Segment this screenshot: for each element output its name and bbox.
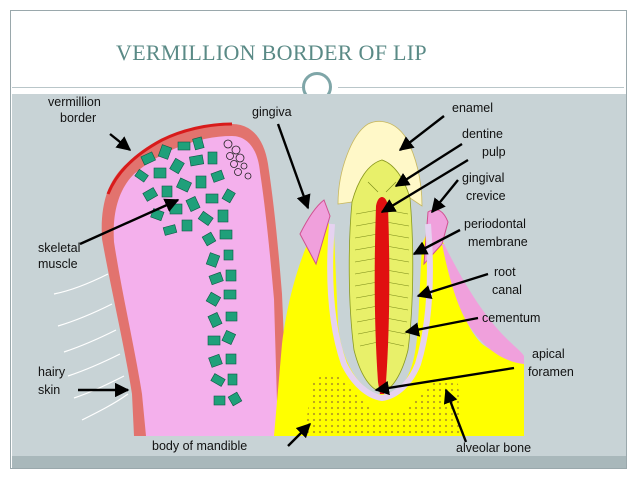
label-alveolar-bone: alveolar bone	[456, 441, 531, 455]
diagram-svg: vermillion border gingiva enamel dentine…	[38, 95, 574, 455]
periodontal-membrane	[327, 223, 433, 402]
label-membrane: membrane	[468, 235, 528, 249]
gingiva-mass-right	[442, 244, 524, 364]
slide-title: VERMILLION BORDER OF LIP	[116, 40, 427, 65]
label-skeletal: skeletal	[38, 241, 80, 255]
label-enamel: enamel	[452, 101, 493, 115]
label-muscle: muscle	[38, 257, 78, 271]
label-pulp: pulp	[482, 145, 506, 159]
label-crevice: crevice	[466, 189, 506, 203]
skin-hairs	[53, 273, 129, 421]
mandible-dotted-area	[304, 374, 464, 436]
title-divider-left	[12, 87, 302, 88]
tooth-lip-diagram: vermillion border gingiva enamel dentine…	[12, 94, 626, 456]
gingiva-left	[299, 199, 331, 266]
label-hairy: hairy	[38, 365, 66, 379]
label-border: border	[60, 111, 96, 125]
label-gingiva: gingiva	[252, 105, 292, 119]
gland-cluster	[223, 139, 252, 180]
label-periodontal: periodontal	[464, 217, 526, 231]
diagram-labels: vermillion border gingiva enamel dentine…	[38, 95, 574, 455]
label-dentine: dentine	[462, 127, 503, 141]
label-skin: skin	[38, 383, 60, 397]
skeletal-muscle-fibers	[134, 136, 243, 407]
label-arrows	[78, 115, 515, 447]
label-apical: apical	[532, 347, 565, 361]
label-body-of-mandible: body of mandible	[152, 439, 247, 453]
bottom-band	[12, 456, 626, 468]
slide-frame	[10, 10, 627, 469]
label-root: root	[494, 265, 516, 279]
label-gingival: gingival	[462, 171, 504, 185]
title-divider-right	[338, 87, 624, 88]
tooth-pulp	[374, 197, 390, 394]
label-foramen: foramen	[528, 365, 574, 379]
label-vermillion: vermillion	[48, 95, 101, 109]
label-cementum: cementum	[482, 311, 540, 325]
label-canal: canal	[492, 283, 522, 297]
dentine-striations	[354, 181, 410, 347]
vermillion-edge	[106, 122, 233, 195]
